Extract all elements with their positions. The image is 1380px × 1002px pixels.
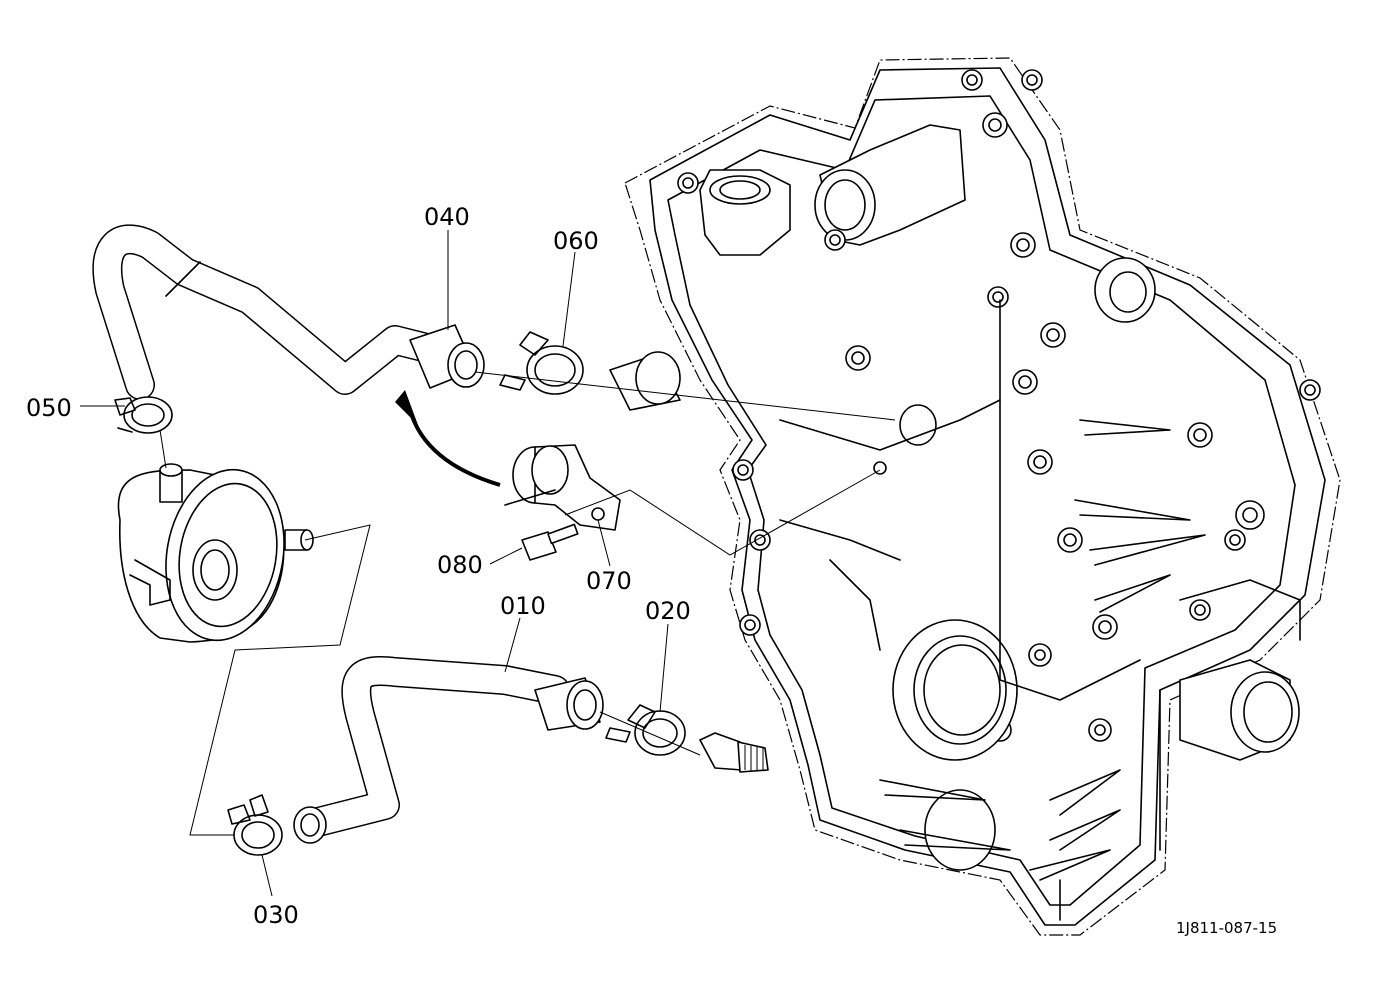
label-080: 080 bbox=[437, 551, 483, 579]
oil-cooler bbox=[117, 463, 314, 643]
hose-040 bbox=[92, 224, 485, 400]
pipe-fitting bbox=[609, 351, 681, 411]
hose-clamp-060 bbox=[499, 331, 584, 395]
label-040: 040 bbox=[424, 203, 470, 231]
engine-gear-case bbox=[624, 57, 1341, 936]
part-labels: 040 060 050 080 070 010 020 030 1J811-08… bbox=[26, 203, 1277, 937]
label-060: 060 bbox=[553, 227, 599, 255]
bolt-bosses bbox=[677, 69, 1321, 742]
case-ribs bbox=[879, 419, 1206, 881]
label-070: 070 bbox=[586, 567, 632, 595]
label-010: 010 bbox=[500, 592, 546, 620]
reference-code: 1J811-087-15 bbox=[1176, 919, 1277, 937]
hose-clamp-030 bbox=[227, 794, 283, 856]
hose-010 bbox=[293, 656, 604, 844]
hose-clip-070 bbox=[504, 444, 621, 531]
label-050: 050 bbox=[26, 394, 72, 422]
hose-clamp-050 bbox=[114, 396, 173, 434]
hose-clamp-020 bbox=[605, 704, 686, 756]
bolt-080 bbox=[521, 523, 579, 561]
assembly-arrow bbox=[395, 390, 501, 487]
label-020: 020 bbox=[645, 597, 691, 625]
connector-nipple bbox=[699, 732, 769, 773]
leader-lines bbox=[80, 230, 669, 897]
label-030: 030 bbox=[253, 901, 299, 929]
